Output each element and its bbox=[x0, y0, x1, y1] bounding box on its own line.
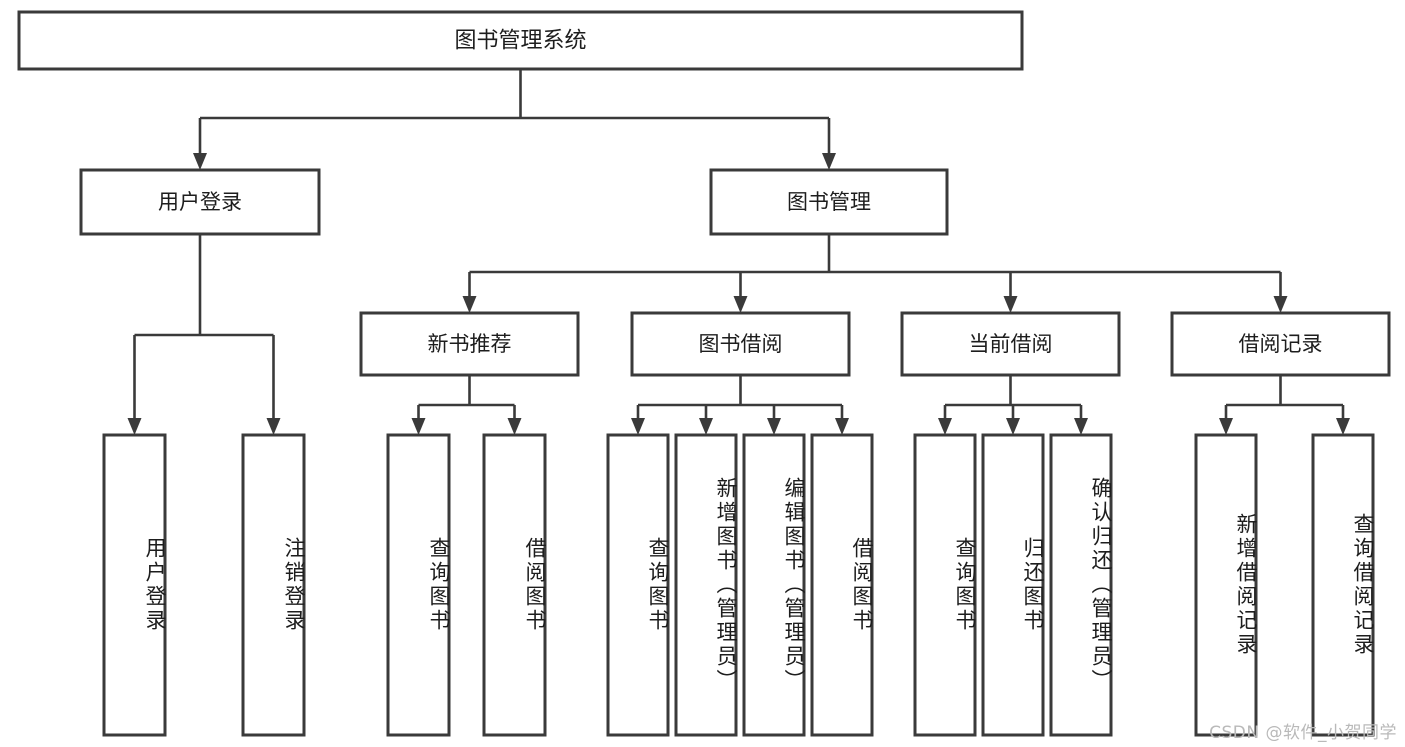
edge-arrow-book-borrow-1 bbox=[699, 418, 713, 435]
node-box-book-management[interactable] bbox=[709, 168, 949, 236]
node-box-query-borrow-record[interactable] bbox=[1311, 433, 1375, 737]
node-box-query-book-1[interactable] bbox=[386, 433, 451, 737]
edge-arrow-root-1 bbox=[822, 153, 836, 170]
node-box-borrow-record[interactable] bbox=[1170, 311, 1391, 377]
node-label-root: 图书管理系统 bbox=[454, 29, 586, 54]
edge-arrow-current-borrow-1 bbox=[1006, 418, 1020, 435]
edge-arrow-new-book-recommend-1 bbox=[507, 418, 522, 435]
edge-arrow-book-borrow-2 bbox=[767, 418, 781, 435]
node-box-confirm-return-admin[interactable] bbox=[1049, 433, 1113, 737]
edge-arrow-current-borrow-0 bbox=[938, 418, 952, 435]
node-box-borrow-book-2[interactable] bbox=[810, 433, 874, 737]
node-box-add-borrow-record[interactable] bbox=[1194, 433, 1258, 737]
node-box-query-book-3[interactable] bbox=[913, 433, 977, 737]
node-box-root[interactable] bbox=[17, 10, 1024, 71]
node-box-user-login-leaf[interactable] bbox=[102, 433, 167, 737]
node-box-query-book-2[interactable] bbox=[606, 433, 670, 737]
node-label-current-borrow: 当前借阅 bbox=[969, 332, 1053, 356]
node-box-edit-book-admin[interactable] bbox=[742, 433, 806, 737]
edge-arrow-book-borrow-3 bbox=[835, 418, 849, 435]
edge-arrow-borrow-record-1 bbox=[1336, 418, 1350, 435]
node-label-borrow-record: 借阅记录 bbox=[1239, 332, 1323, 356]
node-label-book-borrow: 图书借阅 bbox=[699, 332, 783, 356]
edge-arrow-current-borrow-2 bbox=[1074, 418, 1088, 435]
edge-arrow-book-borrow-0 bbox=[631, 418, 645, 435]
edge-arrow-user-login-0 bbox=[127, 418, 142, 435]
edge-arrow-root-0 bbox=[193, 153, 207, 170]
edge-arrow-book-management-3 bbox=[1273, 296, 1288, 313]
node-box-user-login[interactable] bbox=[79, 168, 321, 236]
edge-arrow-borrow-record-0 bbox=[1219, 418, 1233, 435]
node-box-borrow-book-1[interactable] bbox=[482, 433, 547, 737]
node-box-new-book-recommend[interactable] bbox=[359, 311, 580, 377]
edges-layer bbox=[127, 69, 1350, 435]
edge-arrow-user-login-1 bbox=[266, 418, 281, 435]
node-box-book-borrow[interactable] bbox=[630, 311, 851, 377]
edge-arrow-book-management-0 bbox=[462, 296, 477, 313]
node-box-return-book[interactable] bbox=[981, 433, 1045, 737]
node-box-user-logout-leaf[interactable] bbox=[241, 433, 306, 737]
node-label-book-management: 图书管理 bbox=[787, 190, 871, 214]
node-label-user-login: 用户登录 bbox=[158, 190, 242, 214]
watermark-label: CSDN @软件_小贺同学 bbox=[1209, 723, 1397, 743]
node-box-add-book-admin[interactable] bbox=[674, 433, 738, 737]
edge-arrow-book-management-2 bbox=[1003, 296, 1018, 313]
edge-arrow-new-book-recommend-0 bbox=[411, 418, 426, 435]
edge-arrow-book-management-1 bbox=[733, 296, 748, 313]
node-box-current-borrow[interactable] bbox=[900, 311, 1121, 377]
node-label-new-book-recommend: 新书推荐 bbox=[428, 332, 512, 356]
